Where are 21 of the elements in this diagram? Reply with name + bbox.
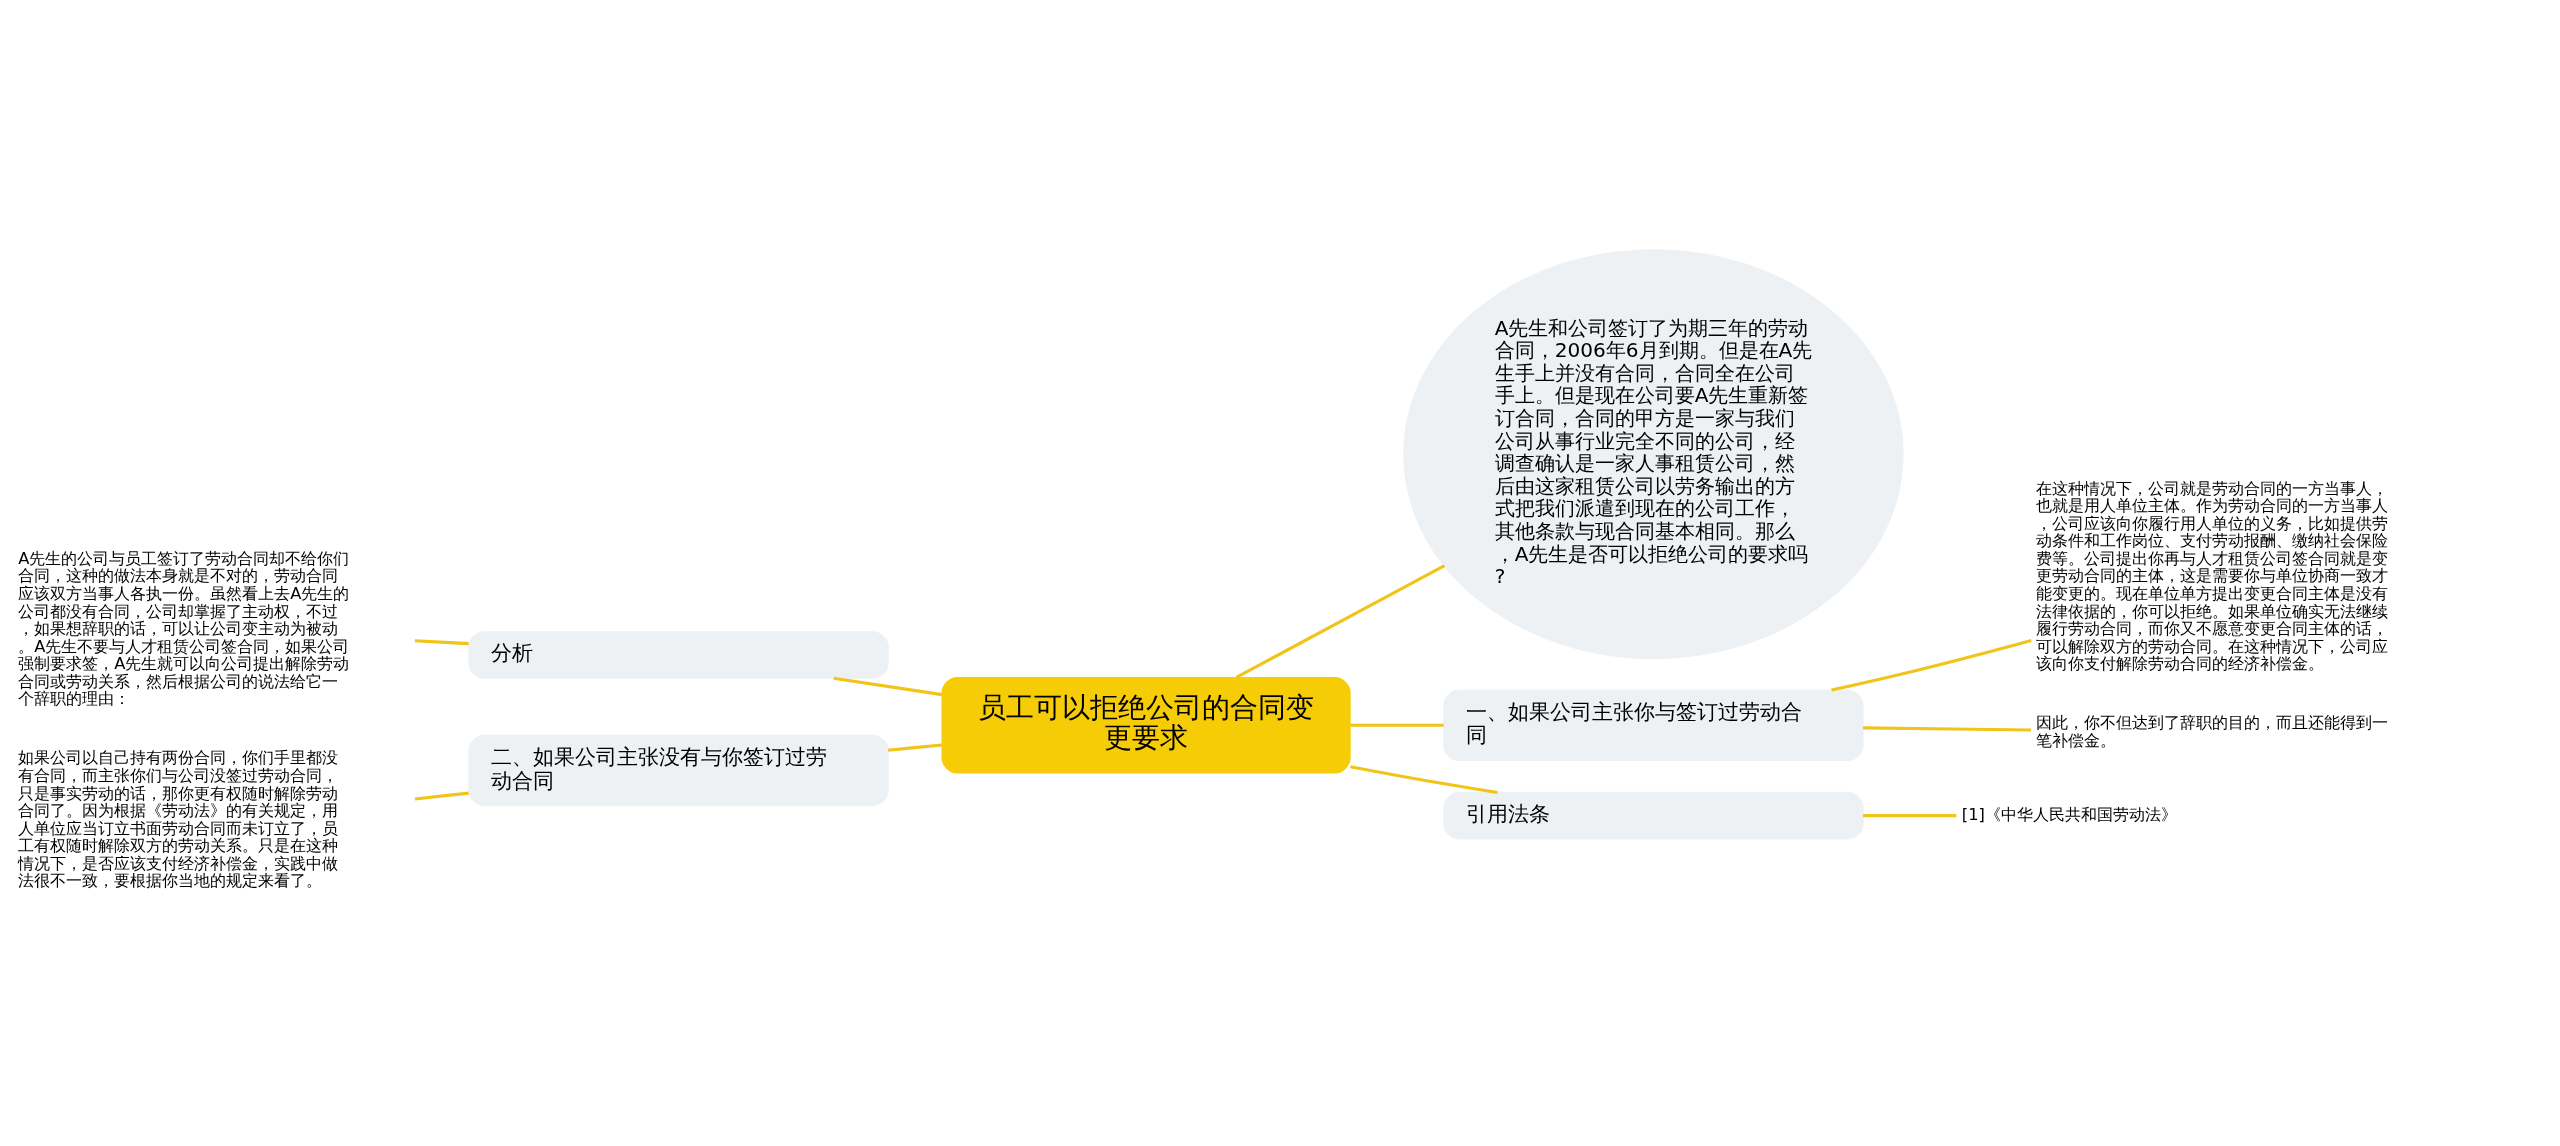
node-box: 二、如果公司主张没有与你签订过劳动合同 — [468, 734, 889, 807]
node-box: 分析 — [468, 631, 889, 679]
node-box: 引用法条 — [1443, 791, 1864, 840]
connector — [1863, 726, 2032, 732]
node-box: 员工可以拒绝公司的合同变更要求 — [941, 676, 1351, 774]
node-text: A先生的公司与员工签订了劳动合同却不给你们合同，这种的做法本身就是不对的，劳动合同应该双方当事人各执一份。虽然看上去A先生的公司都没有合同，公司却掌握了主动权，不过，如果想辞职的话，可以让公司变主动为被动。A先生不要与人才租赁公司签合同，如果公司强制要求签，A先生就可以向公司提出解除劳动合同或劳动关系，然后根据公司的说法给它一个辞职的理由： — [18, 548, 350, 709]
node-text: [1]《中华人民共和国劳动法》 — [1961, 804, 2177, 824]
connector — [1863, 814, 1957, 818]
node-ellipse: A先生和公司签订了为期三年的劳动合同，2006年6月到期。但是在A先生手上并没有合同，合同全在公司手上。但是现在公司要A先生重新签订合同，合同的甲方是一家与我们公司从事行业完全不同的公司，经调查确认是一家人事租赁公司，然后由这家租赁公司以劳务输出的方式把我们派遣到现在的公司工作，其他条款与现合同基本相同。那么，A先生是否可以拒绝公司的要求吗? — [1403, 249, 1904, 660]
node-text: 在这种情况下，公司就是劳动合同的一方当事人，也就是用人单位主体。作为劳动合同的一方当事人，公司应该向你履行用人单位的义务，比如提供劳动条件和工作岗位、支付劳动报酬、缴纳社会保险费等。公司提出你再与人才租赁公司签合同就是变更劳动合同的主体，这是需要你与单位协商一致才能变更的。现在单位单方提出变更合同主体是没有法律依据的，你可以拒绝。如果单位确实无法继续履行劳动合同，而你又不愿意变更合同主体的话，可以解除双方的劳动合同。在这种情况下，公司应该向你支付解除劳动合同的经济补偿金。 — [2036, 478, 2389, 674]
connector — [414, 639, 469, 646]
node-box: 一、如果公司主张你与签订过劳动合同 — [1443, 689, 1864, 762]
connector — [1235, 564, 1446, 679]
connector — [414, 791, 469, 801]
node-text: 因此，你不但达到了辞职的目的，而且还能得到一笔补偿金。 — [2036, 713, 2389, 750]
connector — [888, 743, 943, 752]
connector — [1350, 723, 1444, 727]
connector — [833, 676, 943, 697]
node-text: 如果公司以自己持有两份合同，你们手里都没有合同，而主张你们与公司没签过劳动合同，只是事实劳动的话，那你更有权随时解除劳动合同了。因为根据《劳动法》的有关规定，用人单位应当订立书面劳动合同而未订立了，员工有权随时解除双方的劳动关系。只是在这种情况下，是否应该支付经济补偿金，实践中做法很不一致，要根据你当地的规定来看了。 — [18, 748, 339, 891]
connector — [1350, 765, 1498, 794]
connector — [1831, 638, 2032, 692]
